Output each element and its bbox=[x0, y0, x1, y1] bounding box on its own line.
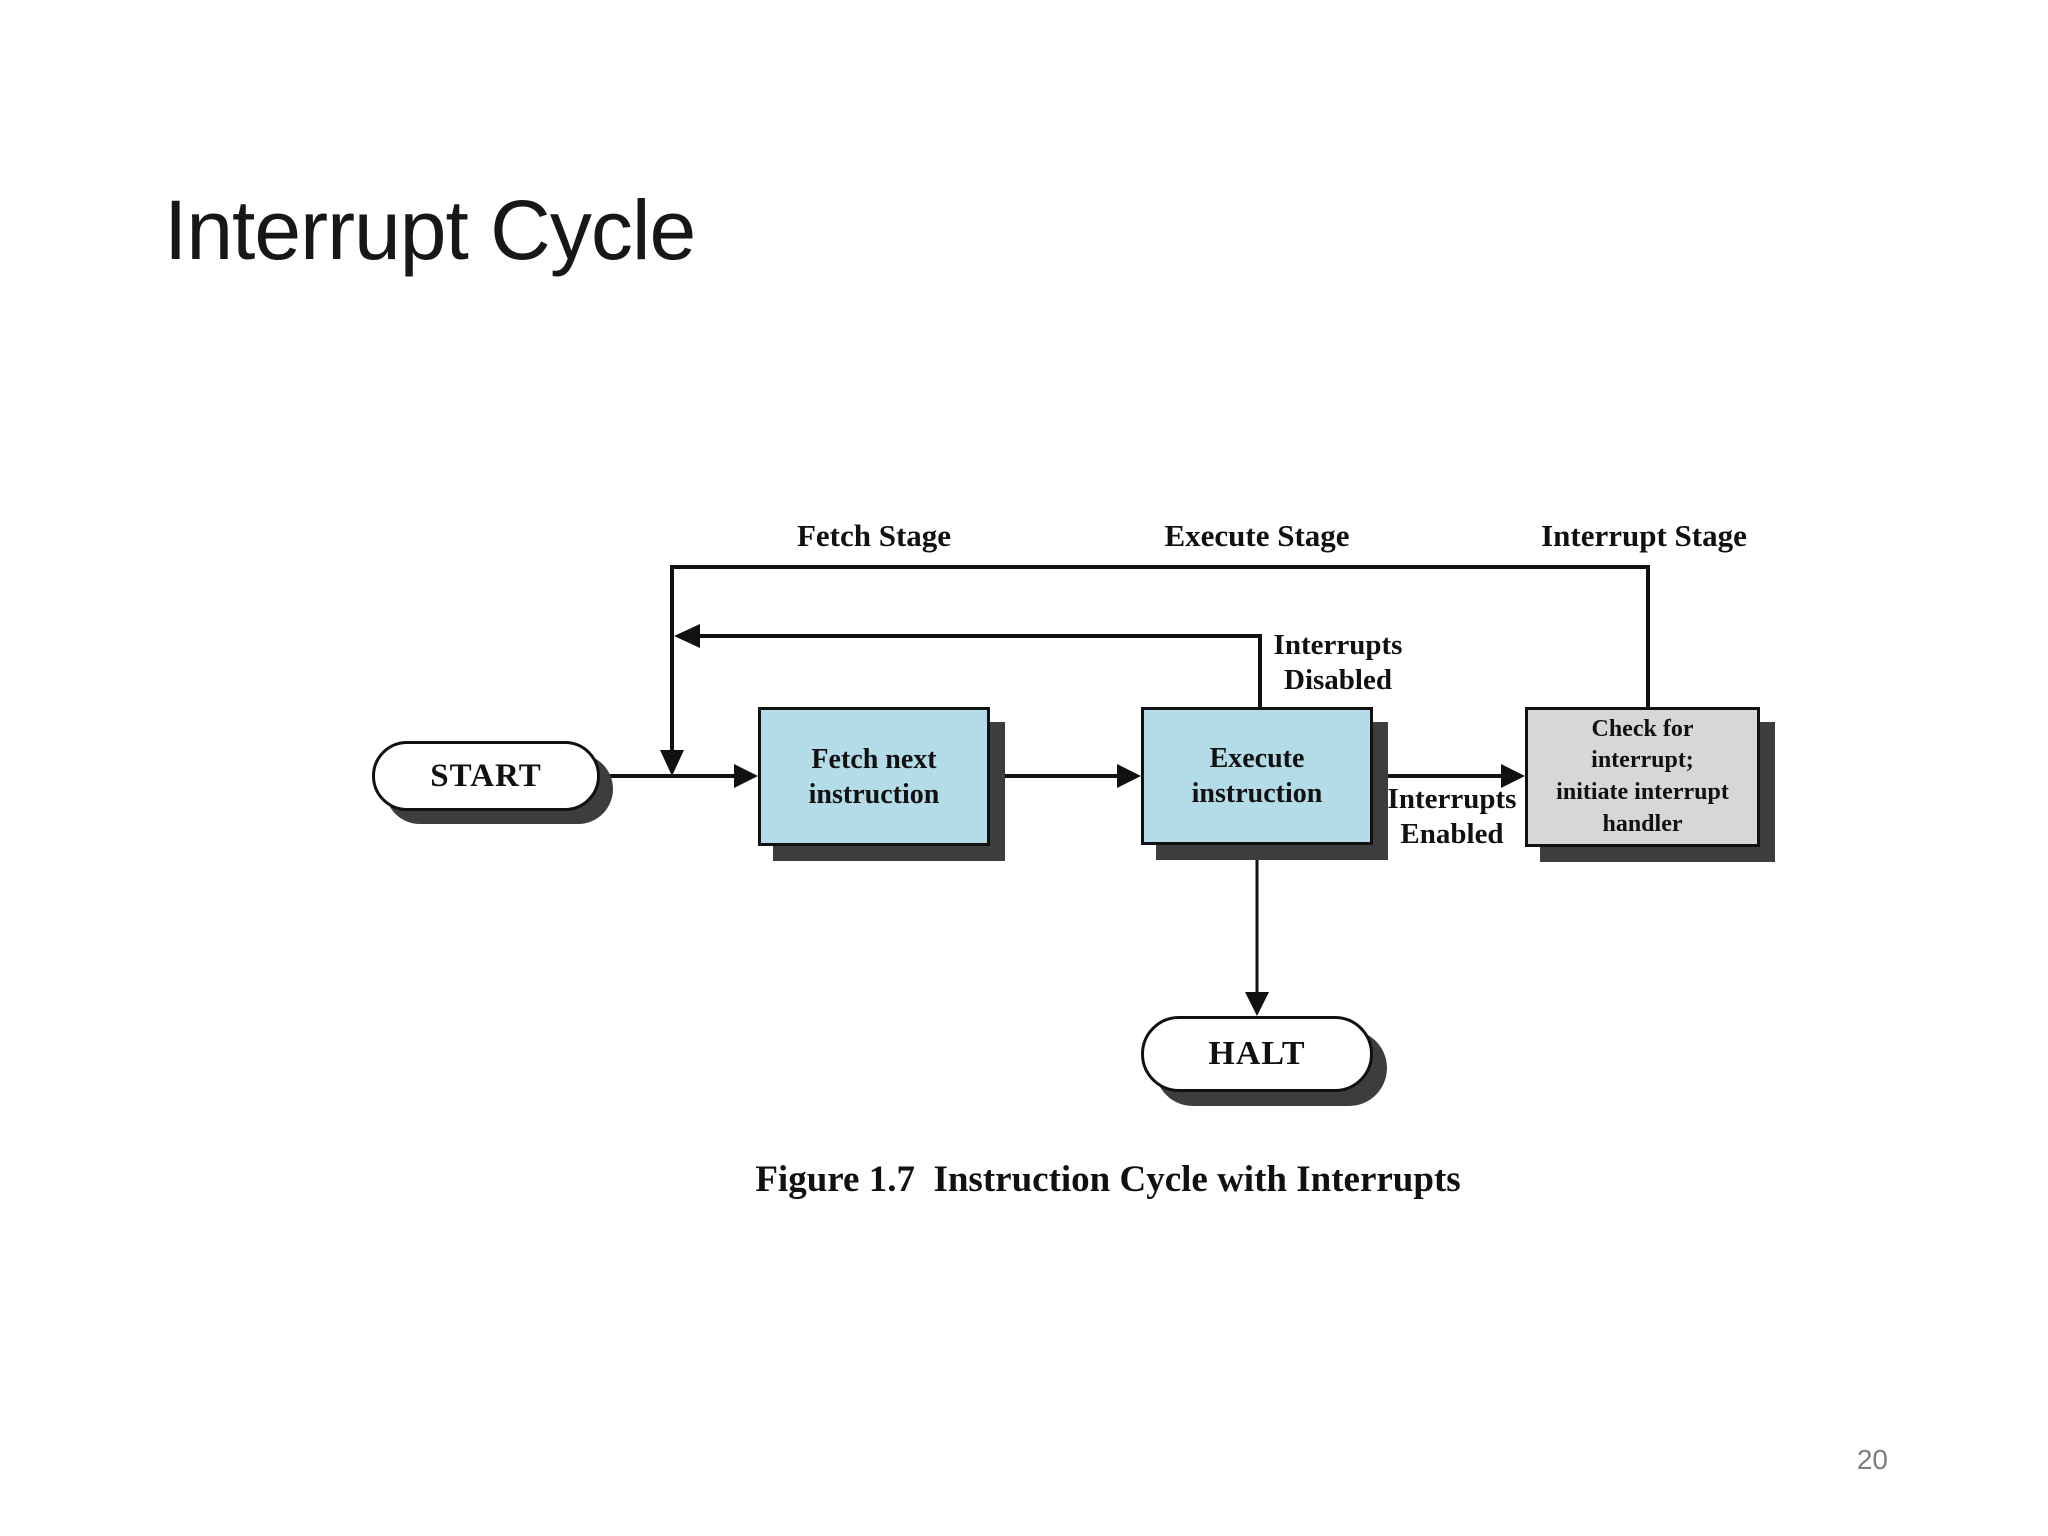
node-start: START bbox=[372, 741, 600, 811]
page-title: Interrupt Cycle bbox=[164, 183, 696, 277]
arrowhead-into-check bbox=[1501, 764, 1525, 788]
stage-label-fetch: Fetch Stage bbox=[796, 518, 952, 553]
arrowhead-into-halt bbox=[1245, 992, 1269, 1016]
edge-label-interrupts-enabled: Interrupts Enabled bbox=[1387, 783, 1517, 850]
node-execute-instruction: Execute instruction bbox=[1141, 707, 1373, 845]
arrowhead-into-fetch bbox=[734, 764, 758, 788]
page-number: 20 bbox=[1856, 1444, 1888, 1475]
node-fetch-instruction: Fetch next instruction bbox=[758, 707, 990, 846]
node-halt: HALT bbox=[1141, 1016, 1373, 1092]
edge-label-interrupts-disabled: Interrupts Disabled bbox=[1273, 629, 1403, 696]
stage-label-interrupt: Interrupt Stage bbox=[1541, 518, 1747, 553]
stage-label-execute: Execute Stage bbox=[1164, 518, 1350, 553]
node-check-interrupt: Check for interrupt; initiate interrupt … bbox=[1525, 707, 1760, 847]
arrowhead-down-fetch-join bbox=[660, 750, 684, 776]
edge-execute-disabled-loop bbox=[698, 634, 1262, 709]
figure-caption: Figure 1.7 Instruction Cycle with Interr… bbox=[755, 1159, 1461, 1200]
edge-interrupt-to-fetch bbox=[670, 565, 1650, 752]
arrowhead-into-execute bbox=[1117, 764, 1141, 788]
arrowhead-left-disabled bbox=[674, 624, 700, 648]
